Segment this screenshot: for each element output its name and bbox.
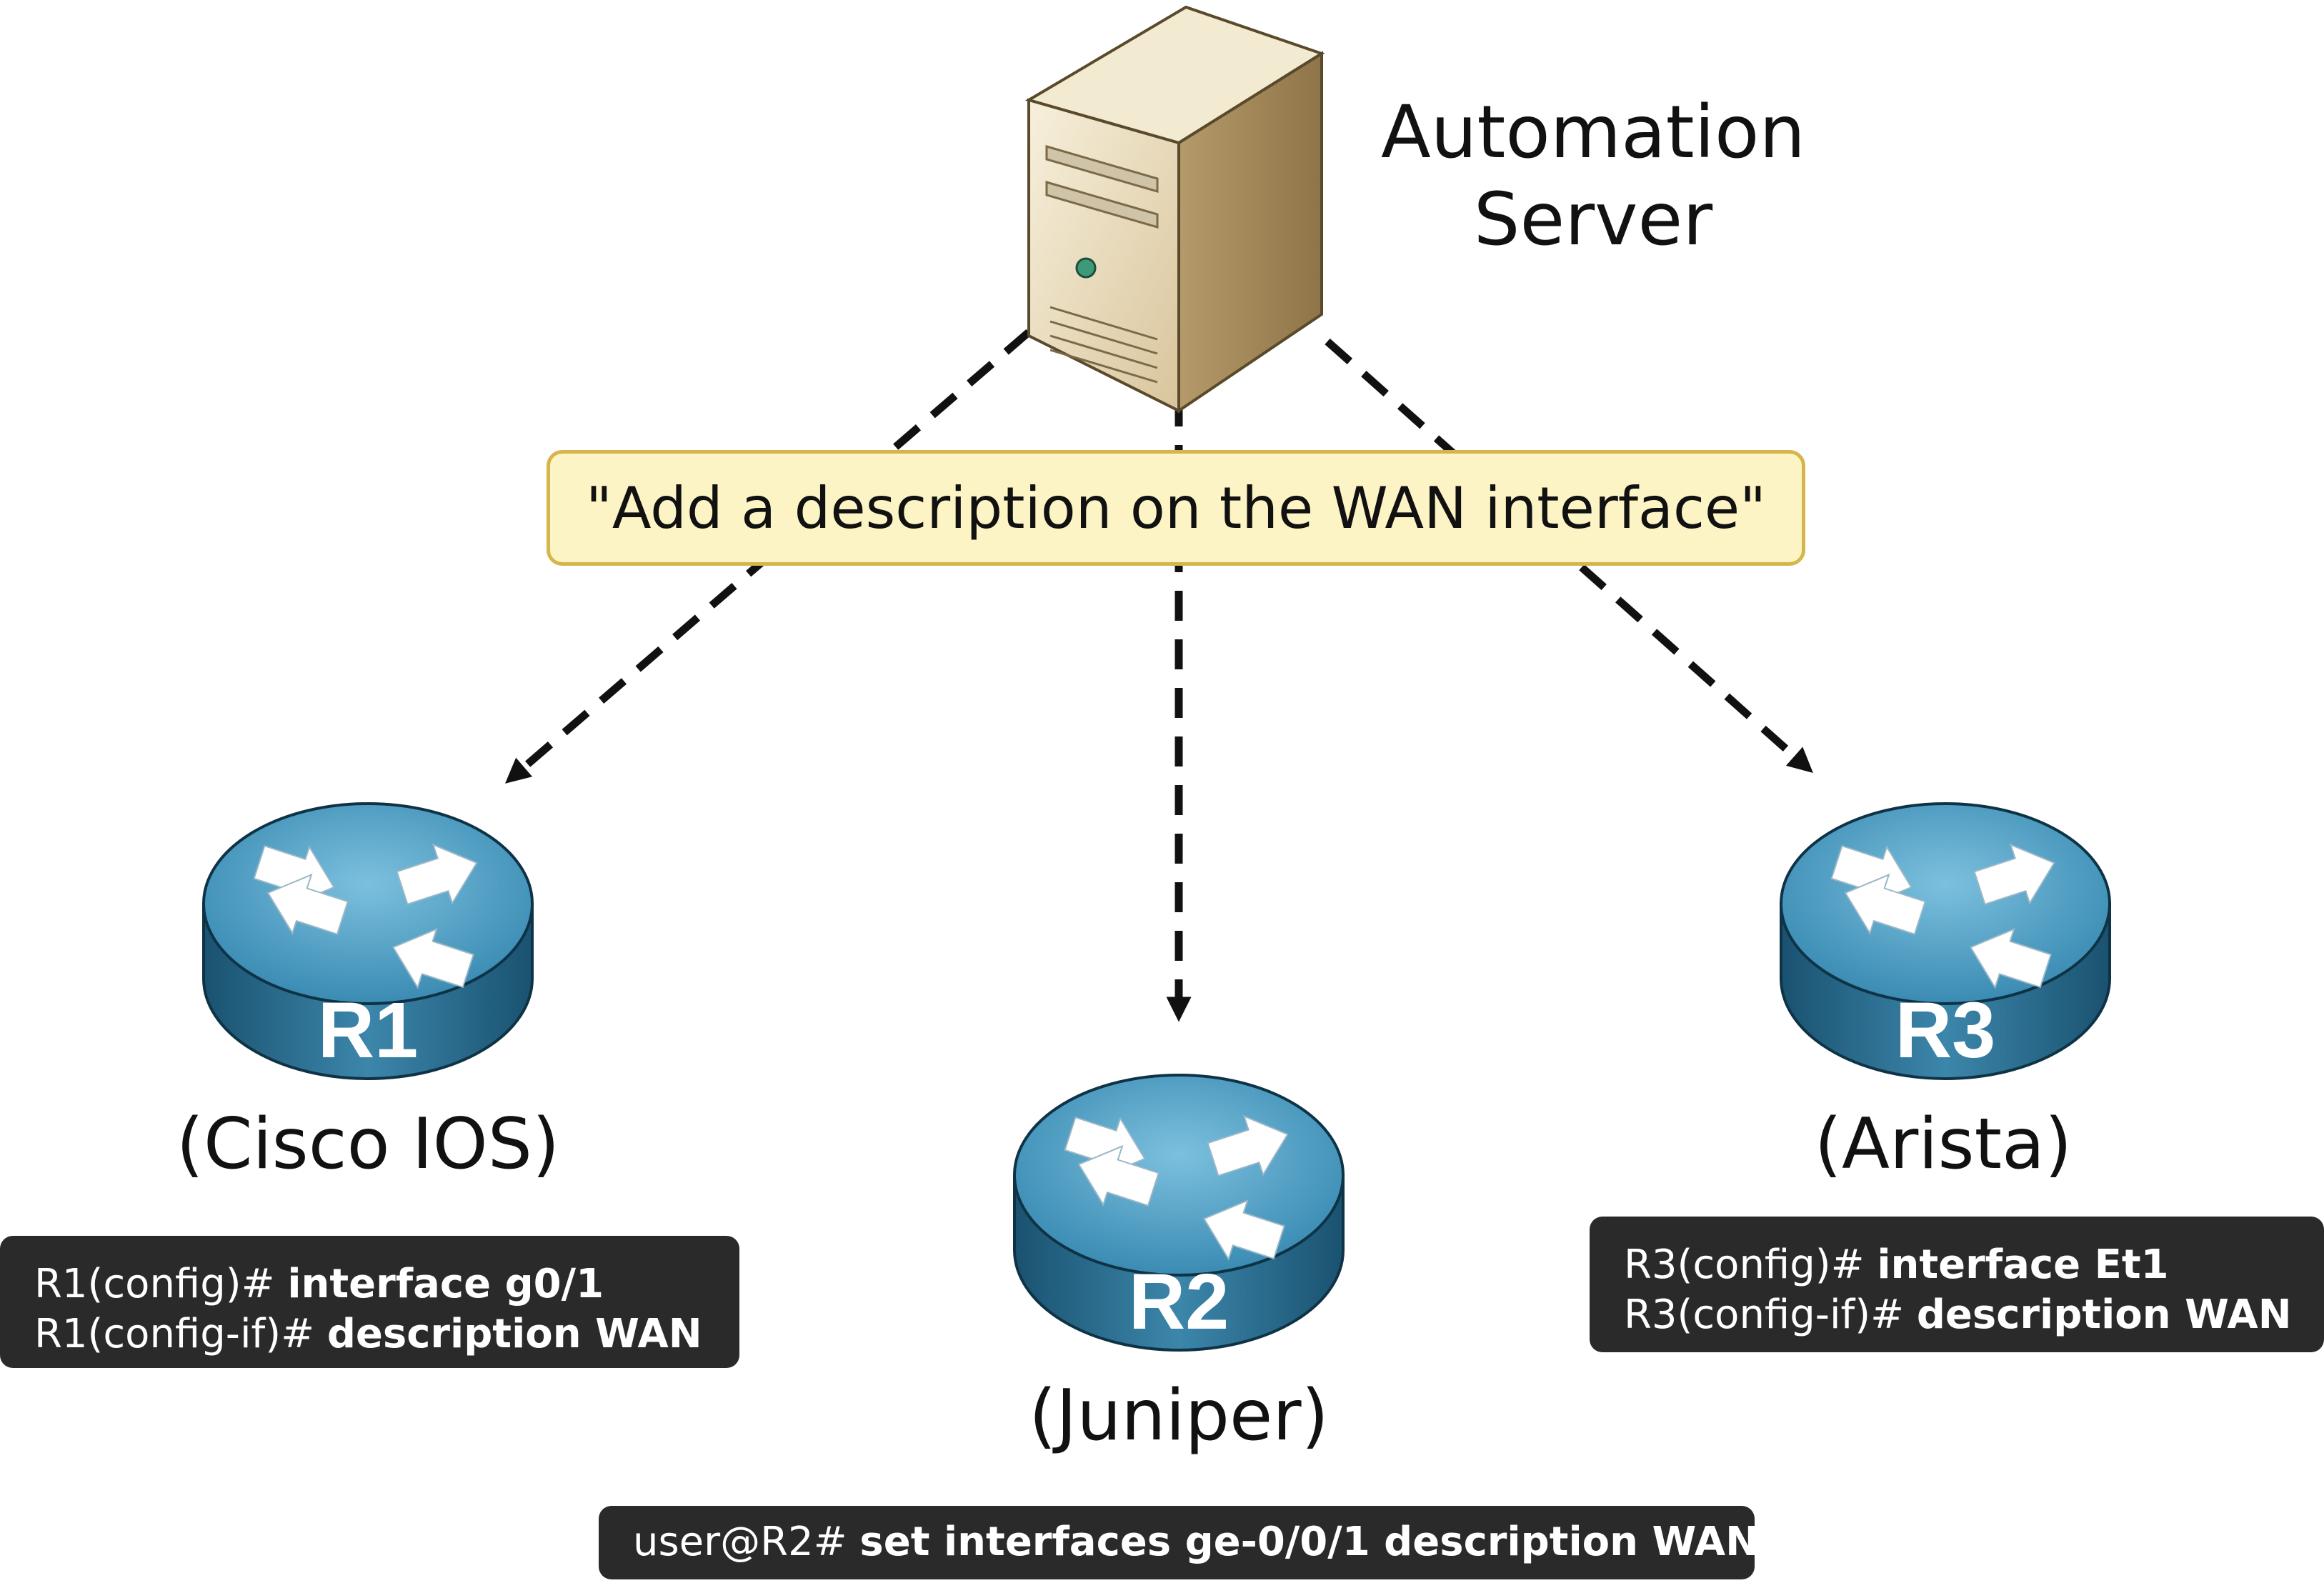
cli-command: description WAN bbox=[1916, 1292, 2292, 1338]
cli-prompt: R3(config-if)# bbox=[1624, 1292, 1917, 1338]
cli-prompt: user@R2# bbox=[633, 1519, 860, 1565]
cli-box-r2: user@R2# set interfaces ge-0/0/1 descrip… bbox=[599, 1506, 1759, 1579]
cli-prompt: R3(config)# bbox=[1624, 1242, 1877, 1288]
cli-command: interface Et1 bbox=[1877, 1242, 2169, 1288]
server-label-line1: Automation bbox=[1380, 90, 1806, 175]
cli-line: R3(config)# interface Et1 bbox=[1624, 1240, 2290, 1290]
cli-command: interface g0/1 bbox=[287, 1261, 604, 1307]
router-label-r2: R2 bbox=[1129, 1258, 1230, 1346]
router-icon-r3: R3 bbox=[1780, 802, 2111, 1080]
cli-command: description WAN bbox=[326, 1311, 702, 1357]
router-icon-r2: R2 bbox=[1013, 1074, 1345, 1352]
server-icon bbox=[1024, 5, 1325, 414]
cli-line: R1(config)# interface g0/1 bbox=[34, 1259, 705, 1309]
cli-command: set interfaces ge-0/0/1 description WAN bbox=[859, 1519, 1759, 1565]
vendor-label-r1: (Cisco IOS) bbox=[176, 1104, 560, 1185]
server-label: Automation Server bbox=[1318, 89, 1868, 264]
cli-prompt: R1(config)# bbox=[34, 1261, 288, 1307]
cli-line: R1(config-if)# description WAN bbox=[34, 1309, 705, 1359]
vendor-label-r3: (Arista) bbox=[1814, 1104, 2073, 1185]
router-label-r3: R3 bbox=[1895, 987, 1996, 1074]
router-icon-r1: R1 bbox=[202, 802, 534, 1080]
cli-box-r1: R1(config)# interface g0/1 R1(config-if)… bbox=[0, 1236, 739, 1368]
cli-line: R3(config-if)# description WAN bbox=[1624, 1290, 2292, 1340]
cli-line: user@R2# set interfaces ge-0/0/1 descrip… bbox=[633, 1517, 1759, 1567]
server-label-line2: Server bbox=[1473, 177, 1713, 262]
cli-prompt: R1(config-if)# bbox=[34, 1311, 327, 1357]
instruction-callout: "Add a description on the WAN interface" bbox=[547, 450, 1805, 566]
instruction-text: "Add a description on the WAN interface" bbox=[586, 474, 1766, 541]
router-label-r1: R1 bbox=[318, 987, 419, 1074]
vendor-label-r2: (Juniper) bbox=[1029, 1375, 1329, 1457]
cli-box-r3: R3(config)# interface Et1 R3(config-if)#… bbox=[1590, 1217, 2324, 1352]
